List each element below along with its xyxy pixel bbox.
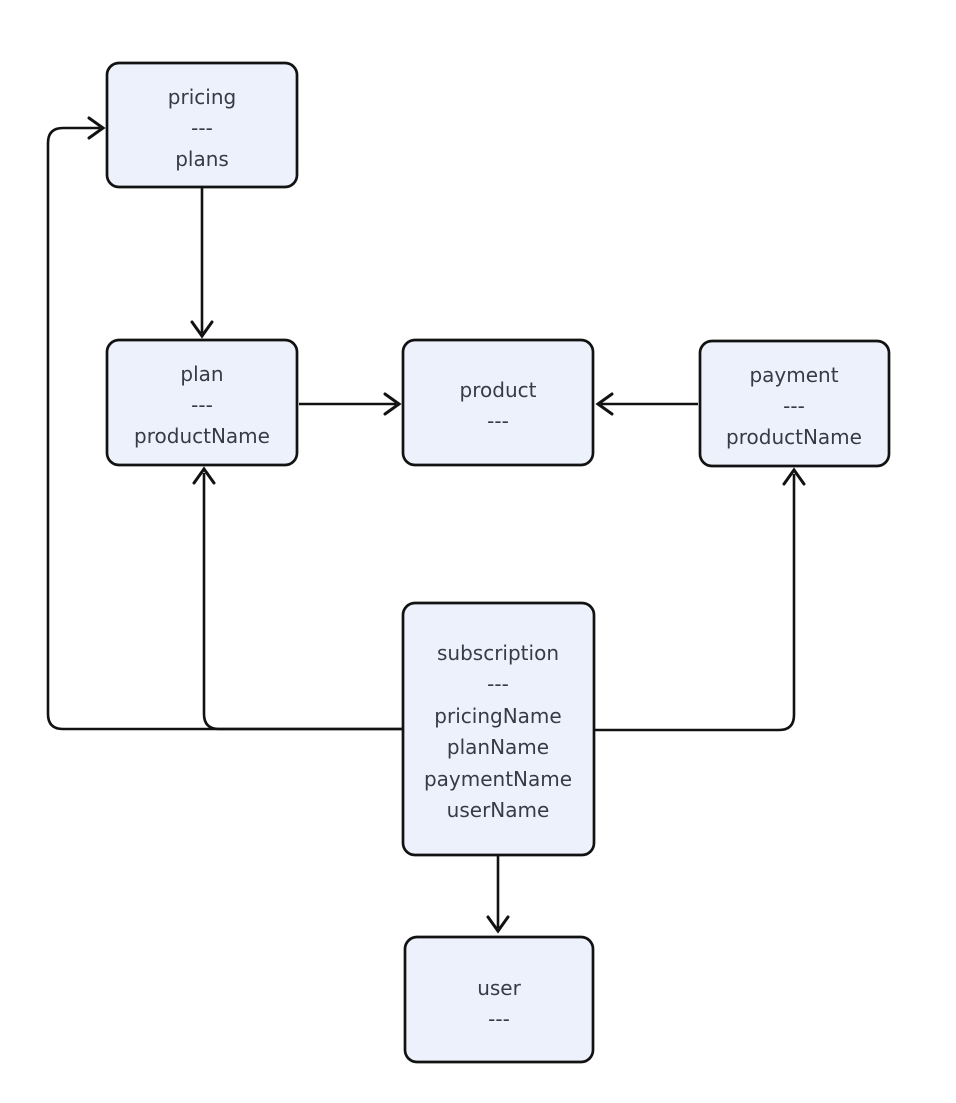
node-pricing-separator: --- — [191, 116, 213, 140]
node-plan-separator: --- — [191, 393, 213, 417]
node-pricing: pricing --- plans — [105, 61, 299, 189]
edge-subscription-pricing-arrowhead — [87, 116, 106, 140]
edge-group — [46, 116, 806, 934]
edge-payment-product-arrowhead — [595, 392, 614, 416]
node-plan: plan --- productName — [105, 338, 299, 467]
edge-subscription-payment — [595, 474, 796, 732]
node-subscription-attr-payment-name: paymentName — [424, 767, 572, 791]
node-payment-separator: --- — [783, 394, 805, 418]
node-user-box — [403, 935, 595, 1064]
node-product-box — [401, 338, 595, 467]
node-product-separator: --- — [487, 409, 509, 433]
edge-subscription-plan — [202, 473, 403, 731]
edge-subscription-payment-arrowhead — [782, 467, 806, 486]
node-pricing-attr: plans — [175, 147, 229, 171]
node-subscription: subscription --- pricingName planName pa… — [401, 601, 596, 857]
edge-subscription-user-arrowhead — [486, 915, 510, 934]
node-user-title: user — [477, 976, 521, 1000]
node-payment-attr: productName — [726, 425, 862, 449]
edge-pricing-plan-arrowhead — [190, 320, 214, 339]
node-subscription-separator: --- — [487, 672, 509, 696]
node-user-separator: --- — [488, 1007, 510, 1031]
node-subscription-attr-pricing-name: pricingName — [434, 704, 561, 728]
node-subscription-attr-user-name: userName — [447, 798, 550, 822]
node-product: product --- — [401, 338, 595, 467]
node-user: user --- — [403, 935, 595, 1064]
node-subscription-box — [401, 601, 596, 857]
node-payment-title: payment — [749, 363, 838, 387]
node-payment: payment --- productName — [698, 339, 891, 468]
edge-plan-product-arrowhead — [383, 392, 402, 416]
node-payment-box — [698, 339, 891, 468]
node-pricing-title: pricing — [168, 85, 236, 109]
node-plan-title: plan — [180, 362, 223, 386]
node-plan-box — [105, 338, 299, 467]
edge-subscription-pricing — [46, 126, 403, 731]
node-subscription-title: subscription — [437, 641, 559, 665]
edge-subscription-plan-arrowhead — [192, 466, 216, 485]
node-pricing-box — [105, 61, 299, 189]
node-subscription-attr-plan-name: planName — [447, 735, 549, 759]
node-plan-attr: productName — [134, 424, 270, 448]
node-product-title: product — [460, 378, 537, 402]
